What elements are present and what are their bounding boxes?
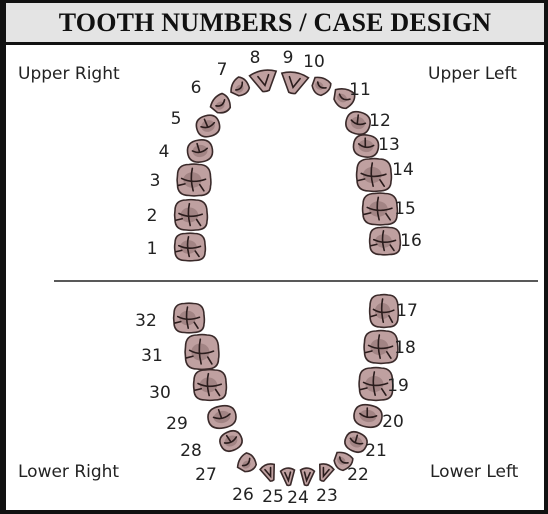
tooth-12 <box>344 109 373 136</box>
tooth-9 <box>279 70 309 96</box>
teeth-group <box>174 68 401 486</box>
quadrant-lower-right: Lower Right <box>18 462 119 482</box>
tooth-number-17: 17 <box>396 301 418 321</box>
tooth-number-3: 3 <box>150 171 161 191</box>
tooth-16 <box>370 227 401 255</box>
tooth-number-18: 18 <box>394 338 416 358</box>
tooth-30 <box>194 370 227 401</box>
tooth-number-29: 29 <box>166 414 188 434</box>
tooth-number-19: 19 <box>387 376 409 396</box>
tooth-3 <box>177 164 211 196</box>
tooth-6 <box>207 92 233 117</box>
tooth-29 <box>206 404 237 431</box>
tooth-2 <box>175 200 208 231</box>
tooth-number-14: 14 <box>392 160 414 180</box>
quadrant-lower-left: Lower Left <box>430 462 519 482</box>
tooth-4 <box>186 138 214 163</box>
quadrant-upper-left: Upper Left <box>428 64 517 84</box>
tooth-1 <box>175 233 206 261</box>
tooth-number-1: 1 <box>147 239 158 259</box>
tooth-26 <box>259 462 279 483</box>
tooth-number-4: 4 <box>159 142 170 162</box>
tooth-number-7: 7 <box>217 60 228 80</box>
tooth-number-13: 13 <box>378 135 400 155</box>
tooth-7 <box>227 75 252 100</box>
tooth-number-10: 10 <box>303 52 325 72</box>
tooth-14 <box>357 159 392 192</box>
tooth-number-27: 27 <box>195 465 217 485</box>
tooth-number-8: 8 <box>250 48 261 68</box>
quadrant-upper-right: Upper Right <box>18 64 120 84</box>
tooth-number-23: 23 <box>316 486 338 506</box>
tooth-23 <box>315 462 335 483</box>
tooth-32 <box>174 303 205 333</box>
tooth-number-6: 6 <box>191 78 202 98</box>
tooth-number-26: 26 <box>232 485 254 505</box>
tooth-18 <box>364 331 398 364</box>
tooth-20 <box>352 403 383 430</box>
tooth-31 <box>185 335 219 370</box>
tooth-number-32: 32 <box>135 311 157 331</box>
tooth-8 <box>249 68 279 94</box>
tooth-number-5: 5 <box>171 109 182 129</box>
tooth-number-11: 11 <box>349 80 371 100</box>
tooth-number-30: 30 <box>149 383 171 403</box>
tooth-13 <box>352 133 380 158</box>
tooth-10 <box>308 73 333 98</box>
tooth-number-20: 20 <box>382 412 404 432</box>
tooth-17 <box>370 295 399 328</box>
tooth-number-12: 12 <box>369 111 391 131</box>
tooth-number-15: 15 <box>394 199 416 219</box>
tooth-number-21: 21 <box>365 441 387 461</box>
tooth-28 <box>217 428 245 455</box>
tooth-number-25: 25 <box>262 487 284 507</box>
tooth-25 <box>280 468 295 486</box>
tooth-number-28: 28 <box>180 441 202 461</box>
tooth-number-2: 2 <box>147 206 158 226</box>
tooth-number-16: 16 <box>400 231 422 251</box>
tooth-5 <box>194 113 222 139</box>
tooth-number-9: 9 <box>283 48 294 68</box>
tooth-27 <box>234 451 259 476</box>
tooth-number-24: 24 <box>287 488 309 508</box>
tooth-number-22: 22 <box>347 465 369 485</box>
tooth-24 <box>299 468 314 486</box>
tooth-number-31: 31 <box>141 346 163 366</box>
tooth-15 <box>363 193 398 225</box>
